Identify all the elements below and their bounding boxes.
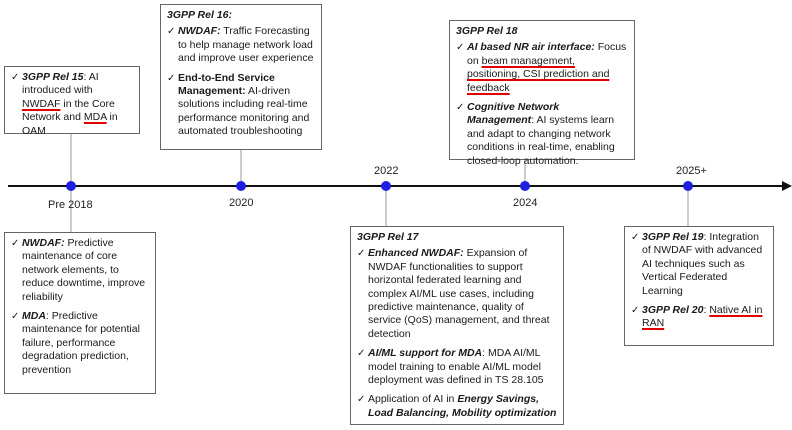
year-label-2025plus: 2025+ <box>676 165 707 177</box>
rel17-item: ✓ Application of AI in Energy Savings, L… <box>357 393 557 420</box>
rel18-item-lead: AI based NR air interface: <box>467 41 595 54</box>
year-label-pre2018: Pre 2018 <box>48 199 93 211</box>
year-label-2020: 2020 <box>229 197 254 209</box>
check-icon: ✓ <box>456 42 465 54</box>
rel17-item-pre: Application of AI in <box>368 393 458 406</box>
pre2018-item-text: : Predictive maintenance for potential f… <box>22 310 140 376</box>
check-icon: ✓ <box>357 394 366 406</box>
year-label-2024: 2024 <box>513 197 538 209</box>
check-icon: ✓ <box>11 72 20 83</box>
rel15-text-a: : AI introduced with <box>22 71 99 97</box>
check-icon: ✓ <box>11 238 20 249</box>
timeline-marker-pre2018 <box>66 181 76 191</box>
rel16-item-lead: End-to-End Service Management: <box>178 71 275 98</box>
check-icon: ✓ <box>11 311 20 323</box>
rel18-item: ✓ AI based NR air interface: Focus on be… <box>456 41 628 95</box>
timeline-marker-2025plus <box>683 181 693 191</box>
rel17-title: 3GPP Rel 17 <box>357 231 419 243</box>
rel16-item: ✓ NWDAF: Traffic Forecasting to help man… <box>167 25 315 65</box>
rel16-item-text: AI-driven solutions including real-time … <box>178 85 310 138</box>
rel15-release: 3GPP Rel 15 <box>22 71 84 83</box>
rel19-item: ✓ 3GPP Rel 19: Integration of NWDAF with… <box>631 231 767 298</box>
rel16-title: 3GPP Rel 16: <box>167 9 232 21</box>
rel18-item: ✓ Cognitive Network Management: AI syste… <box>456 101 628 168</box>
rel20-item: ✓ 3GPP Rel 20: Native AI in RAN <box>631 304 767 331</box>
rel18-item-text: Focus on <box>467 41 627 67</box>
rel20-release: 3GPP Rel 20 <box>642 304 704 317</box>
check-icon: ✓ <box>167 26 176 38</box>
rel15-text-c: in OAM <box>22 111 118 137</box>
rel15-item: ✓ 3GPP Rel 15: AI introduced with NWDAF … <box>11 71 133 138</box>
pre2018-item-text: Predictive maintenance of core network e… <box>22 237 146 303</box>
rel17-item-text: Expansion of NWDAF functionalities to su… <box>368 247 550 340</box>
rel16-box: 3GPP Rel 16: ✓ NWDAF: Traffic Forecastin… <box>160 4 322 150</box>
pre2018-item-lead: MDA <box>22 310 46 323</box>
rel17-item: ✓ AI/ML support for MDA: MDA AI/ML model… <box>357 347 557 387</box>
rel16-item-text: Traffic Forecasting to help manage netwo… <box>178 25 314 65</box>
rel18-box: 3GPP Rel 18 ✓ AI based NR air interface:… <box>449 20 635 167</box>
rel19-20-box: ✓ 3GPP Rel 19: Integration of NWDAF with… <box>624 226 774 346</box>
rel15-nwdaf: NWDAF <box>22 97 61 110</box>
rel18-item-lead: Cognitive Network Management <box>467 101 560 127</box>
rel20-highlight: Native AI in RAN <box>642 304 763 330</box>
pre2018-item: ✓ MDA: Predictive maintenance for potent… <box>11 310 149 377</box>
rel17-item-lead: Energy Savings, Load Balancing, Mobility… <box>368 393 557 419</box>
rel16-item-lead: NWDAF: <box>178 25 221 38</box>
check-icon: ✓ <box>631 232 640 243</box>
pre2018-item: ✓ NWDAF: Predictive maintenance of core … <box>11 237 149 304</box>
check-icon: ✓ <box>456 102 465 114</box>
rel18-item-highlight: beam management, positioning, CSI predic… <box>467 54 610 94</box>
rel17-box: 3GPP Rel 17 ✓ Enhanced NWDAF: Expansion … <box>350 226 564 425</box>
pre2018-item-lead: NWDAF: <box>22 237 65 249</box>
rel15-mda: MDA <box>83 111 107 124</box>
timeline-arrow-head <box>782 181 792 191</box>
year-label-2022: 2022 <box>374 165 399 177</box>
rel20-text: : <box>703 304 710 317</box>
rel15-text-b: in the Core Network and <box>22 97 115 124</box>
rel19-text: : Integration of NWDAF with advanced AI … <box>642 231 763 297</box>
rel17-item-lead: AI/ML support for MDA <box>368 347 483 360</box>
check-icon: ✓ <box>631 305 640 317</box>
check-icon: ✓ <box>167 72 176 84</box>
rel16-item: ✓ End-to-End Service Management: AI-driv… <box>167 72 315 139</box>
rel19-release: 3GPP Rel 19 <box>642 231 704 243</box>
check-icon: ✓ <box>357 348 366 360</box>
timeline-marker-2022 <box>381 181 391 191</box>
check-icon: ✓ <box>357 248 366 260</box>
rel17-item: ✓ Enhanced NWDAF: Expansion of NWDAF fun… <box>357 247 557 341</box>
rel17-item-lead: Enhanced NWDAF: <box>368 247 464 260</box>
pre2018-box: ✓ NWDAF: Predictive maintenance of core … <box>4 232 156 394</box>
rel15-box: ✓ 3GPP Rel 15: AI introduced with NWDAF … <box>4 66 140 137</box>
rel18-title: 3GPP Rel 18 <box>456 25 518 37</box>
timeline-marker-2020 <box>236 181 246 191</box>
timeline-marker-2024 <box>520 181 530 191</box>
rel18-item-text: : AI systems learn and adapt to changing… <box>467 114 615 167</box>
rel17-item-text: : MDA AI/ML model training to enable AI/… <box>368 347 544 387</box>
